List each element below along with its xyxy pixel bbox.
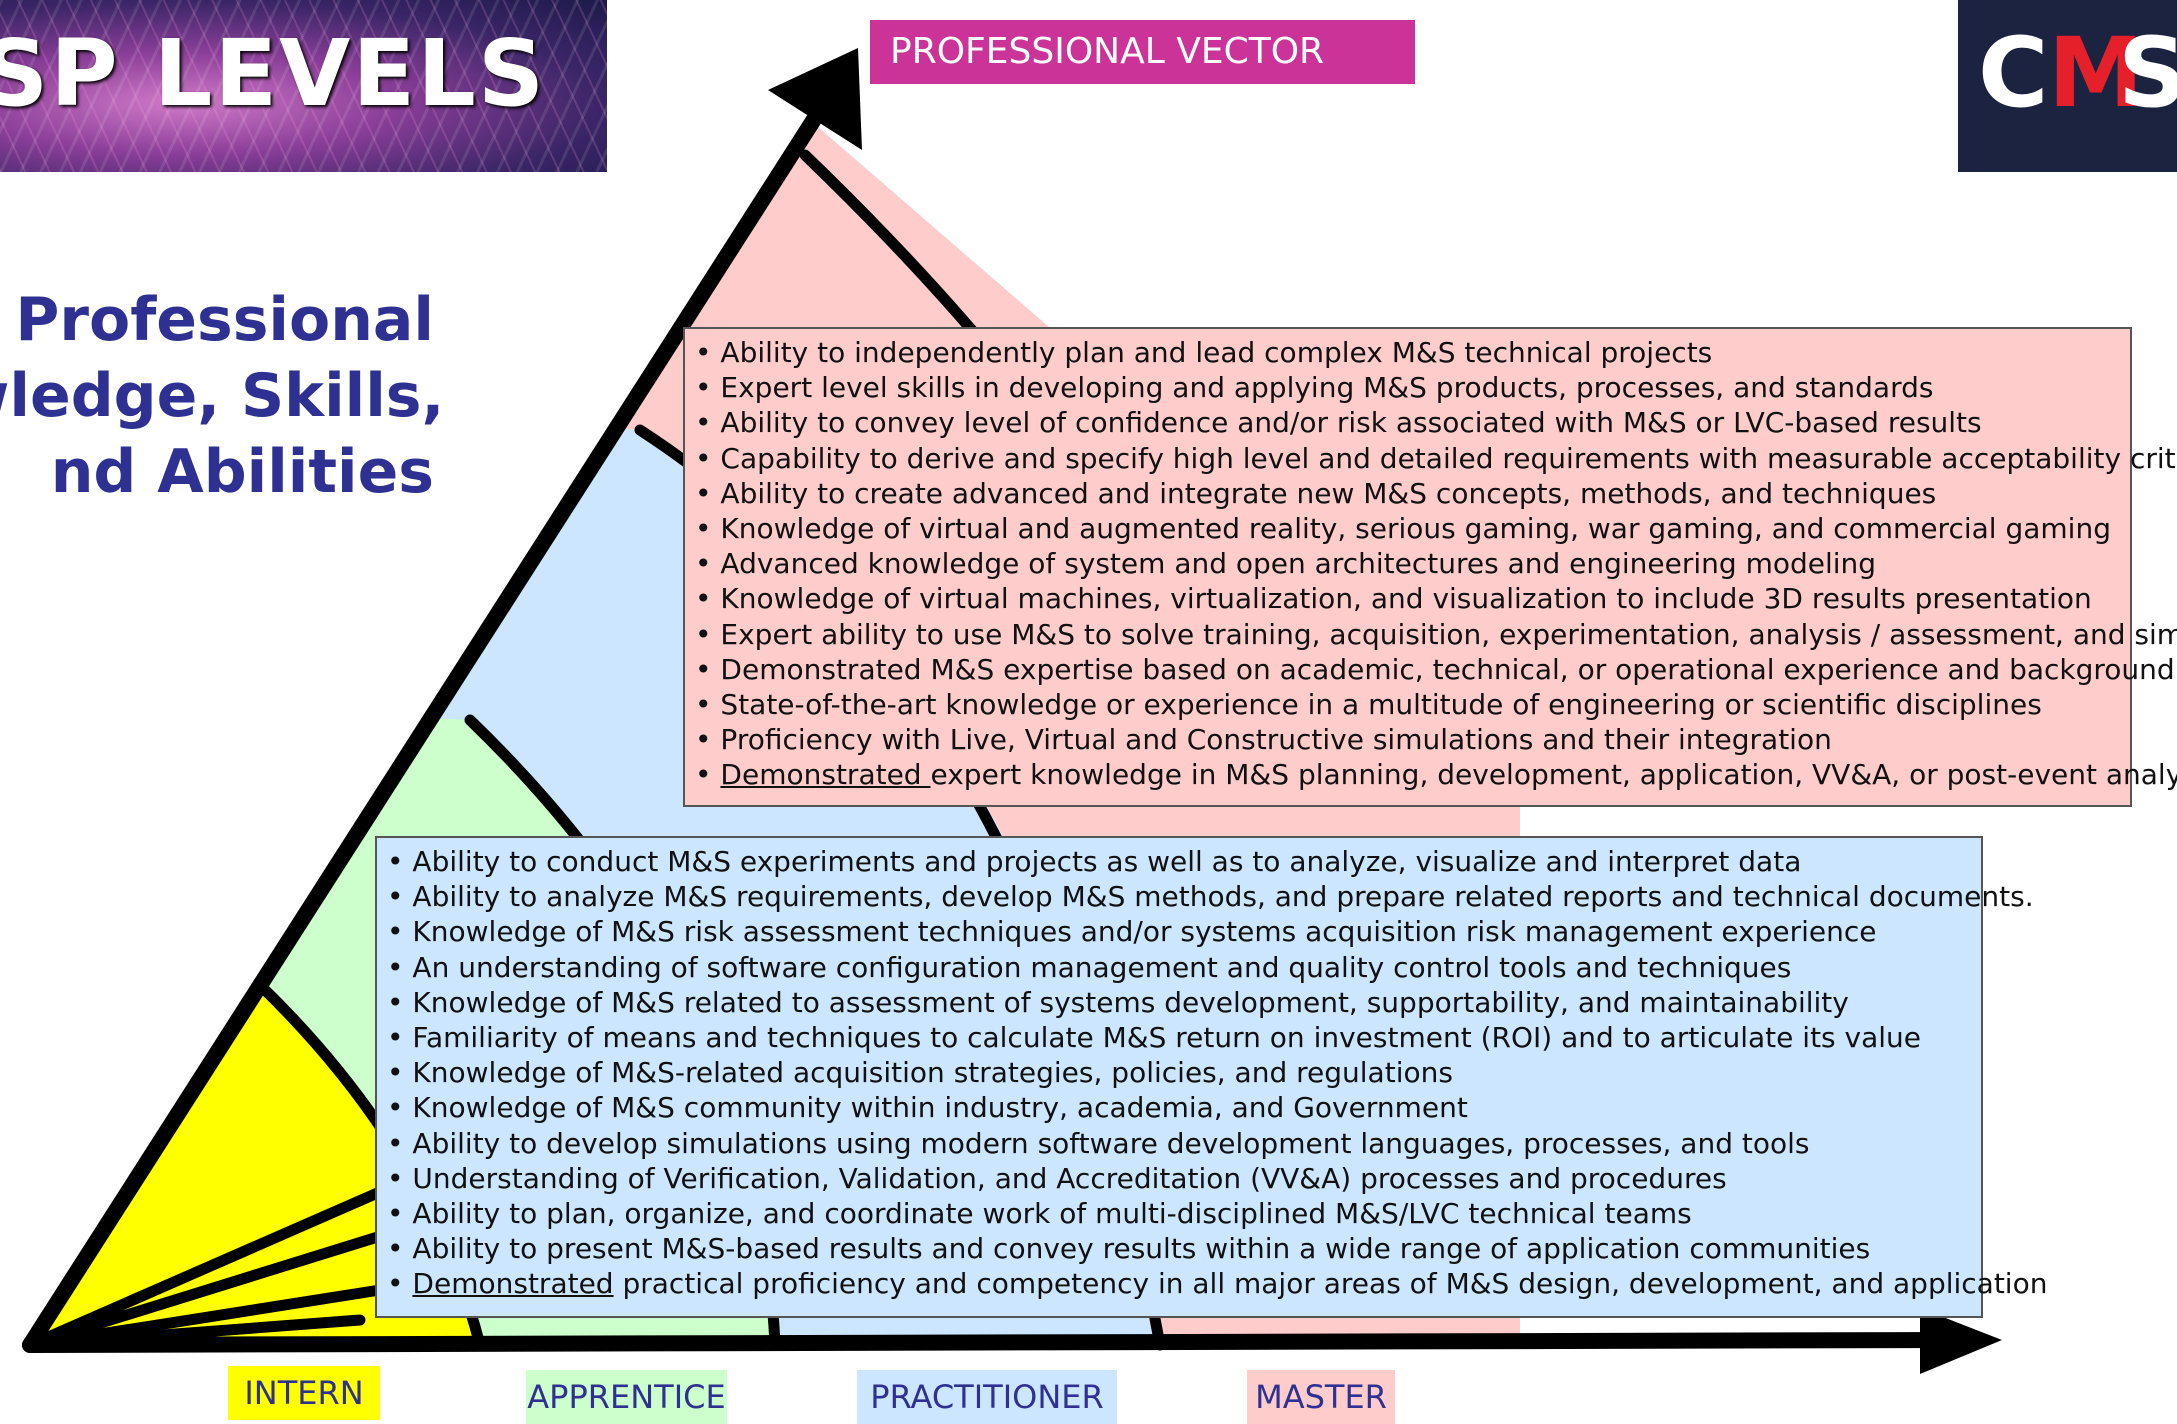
list-item: • Familiarity of means and techniques to… (387, 1020, 1922, 1054)
list-item: • Capability to derive and specify high … (695, 441, 2177, 475)
list-item: • Ability to analyze M&S requirements, d… (387, 880, 2034, 914)
list-item: • Expert ability to use M&S to solve tra… (695, 617, 2177, 651)
list-item: • Understanding of Verification, Validat… (387, 1161, 1727, 1195)
list-item: • Ability to convey level of confidence … (695, 406, 1982, 440)
cms-logo: C M S (1958, 0, 2177, 172)
level-label-practitioner: PRACTITIONER (857, 1370, 1117, 1424)
level-axis-line (22, 1332, 1948, 1353)
level-label-apprentice: APPRENTICE (526, 1370, 727, 1424)
level-axis-arrowhead (1920, 1308, 2002, 1374)
side-heading-line: wledge, Skills, (0, 361, 445, 431)
list-item: • State-of-the-art knowledge or experien… (695, 687, 2042, 721)
list-item: • Advanced knowledge of system and open … (695, 547, 1877, 581)
list-item: • Proficiency with Live, Virtual and Con… (695, 723, 1832, 757)
header-banner: SP LEVELS (0, 0, 607, 172)
list-item: • Expert level skills in developing and … (695, 371, 1934, 405)
list-item: • An understanding of software configura… (387, 950, 1792, 984)
header-title: SP LEVELS (0, 20, 547, 127)
fan-line-2 (24, 1224, 406, 1351)
professional-vector-label: PROFESSIONAL VECTOR (870, 20, 1415, 84)
list-item: • Knowledge of M&S community within indu… (387, 1091, 1468, 1125)
side-heading-line: Professional (15, 285, 434, 355)
fan-line-1 (24, 1164, 436, 1351)
list-item: • Ability to present M&S-based results a… (387, 1232, 1871, 1266)
list-item: • Demonstrated practical proficiency and… (387, 1267, 2048, 1301)
list-item: • Knowledge of virtual and augmented rea… (695, 511, 2111, 545)
list-item: • Ability to independently plan and lead… (695, 336, 1713, 369)
list-item: • Ability to conduct M&S experiments and… (387, 845, 1802, 878)
master-ksa-list: • Ability to independently plan and lead… (683, 327, 2177, 807)
professional-vector-line (22, 102, 828, 1353)
list-item: • Ability to create advanced and integra… (695, 476, 1937, 510)
list-item: • Knowledge of M&S related to assessment… (387, 985, 1849, 1019)
list-item: • Demonstrated M&S expertise based on ac… (695, 652, 2175, 686)
list-item: • Demonstrated expert knowledge in M&S p… (695, 758, 2177, 792)
level-label-master: MASTER (1247, 1370, 1395, 1424)
side-heading: Professional wledge, Skills, nd Abilitie… (0, 282, 445, 510)
list-item: • Knowledge of virtual machines, virtual… (695, 582, 2092, 616)
side-heading-line: nd Abilities (50, 437, 434, 507)
practitioner-ksa-list: • Ability to conduct M&S experiments and… (375, 836, 2048, 1318)
list-item: • Knowledge of M&S risk assessment techn… (387, 915, 1877, 949)
level-label-intern: INTERN (228, 1366, 380, 1420)
logo-letter-s: S (2118, 17, 2177, 129)
list-item: • Ability to develop simulations using m… (387, 1126, 1810, 1160)
professional-vector-arrowhead (768, 48, 862, 150)
logo-letter-c: C (1978, 17, 2049, 129)
list-item: • Knowledge of M&S-related acquisition s… (387, 1056, 1453, 1090)
list-item: • Ability to plan, organize, and coordin… (387, 1196, 1692, 1230)
